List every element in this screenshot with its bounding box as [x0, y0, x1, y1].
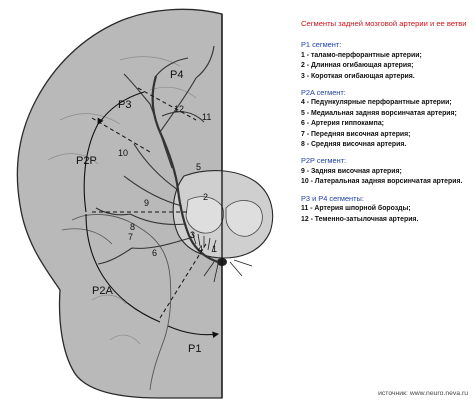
perforating-arteries [191, 231, 253, 283]
label-p1: P1 [188, 343, 201, 355]
arc-p2p [83, 117, 104, 213]
branch-number-10: 10 [118, 148, 128, 158]
source-credit: источник: www.neuro.neva.ru [378, 390, 468, 397]
pca-branches [95, 45, 215, 265]
branch-number-4: 4 [198, 244, 203, 254]
cerebral-peduncle [185, 196, 224, 234]
legend-item: 4 - Педункулярные перфорантные артерии; [301, 99, 452, 107]
legend-group-p2p: P2P сегмент: 9 - Задняя височная артерия… [301, 156, 471, 187]
branch-number-11: 11 [202, 112, 211, 122]
legend-item: 2 - Длинная огибающая артерия; [301, 62, 414, 70]
legend-item: 11 - Артерия шпорной борозды; [301, 205, 411, 213]
label-p2p: P2P [76, 155, 97, 167]
arc-p3 [99, 91, 145, 123]
gyral-lines [47, 56, 197, 345]
branch-number-7: 7 [128, 232, 133, 242]
legend-group-heading: P1 сегмент: [301, 40, 342, 50]
legend-item: 8 - Средняя височная артерия. [301, 141, 407, 149]
temporal-lobe-outline [71, 214, 172, 391]
branch-number-9: 9 [144, 198, 149, 208]
branch-number-3: 3 [190, 230, 195, 240]
legend-item: 9 - Задняя височная артерия; [301, 167, 402, 175]
legend-group-p2a: P2A сегмент: 4 - Педункулярные перфорант… [301, 88, 471, 150]
legend-item: 10 - Латеральная задняя ворсинчатая арте… [301, 178, 463, 186]
legend-item: 12 - Теменно-затылочная артерия. [301, 215, 419, 223]
label-p4: P4 [170, 69, 183, 81]
arc-p2a [85, 213, 161, 323]
label-p3: P3 [118, 99, 131, 111]
legend-title: Сегменты задней мозговой артерии и ее ве… [301, 19, 467, 28]
branch-number-2: 2 [203, 192, 208, 202]
legend-group-heading: P3 и P4 сегменты: [301, 193, 364, 203]
legend-group-p3-p4: P3 и P4 сегменты: 11 - Артерия шпорной б… [301, 194, 471, 225]
cerebral-peduncle-right [225, 200, 263, 237]
branch-number-8: 8 [130, 222, 135, 232]
branch-number-6: 6 [152, 248, 157, 258]
legend-item: 6 - Артерия гиппокампа; [301, 120, 384, 128]
label-p2a: P2A [92, 285, 113, 297]
legend-panel: Сегменты задней мозговой артерии и ее ве… [301, 19, 471, 231]
legend-group-p1: P1 сегмент: 1 - таламо-перфорантные арте… [301, 40, 471, 82]
branch-number-1: 1 [212, 244, 217, 254]
segment-boundary-p2p-p3 [91, 117, 151, 153]
sylvian-fissure [61, 228, 113, 245]
legend-group-heading: P2P сегмент: [301, 156, 347, 166]
legend-item: 5 - Медиальная задняя ворсинчатая артери… [301, 109, 457, 117]
arc-p1 [167, 325, 220, 339]
legend-item: 3 - Короткая огибающая артерия. [301, 72, 415, 80]
branch-number-5: 5 [196, 162, 201, 172]
legend-item: 7 - Передняя височная артерия; [301, 130, 411, 138]
branch-number-12: 12 [174, 104, 184, 114]
legend-item: 1 - таламо-перфорантные артерии; [301, 51, 422, 59]
segment-boundary-p1 [159, 243, 207, 319]
legend-group-heading: P2A сегмент: [301, 88, 346, 98]
